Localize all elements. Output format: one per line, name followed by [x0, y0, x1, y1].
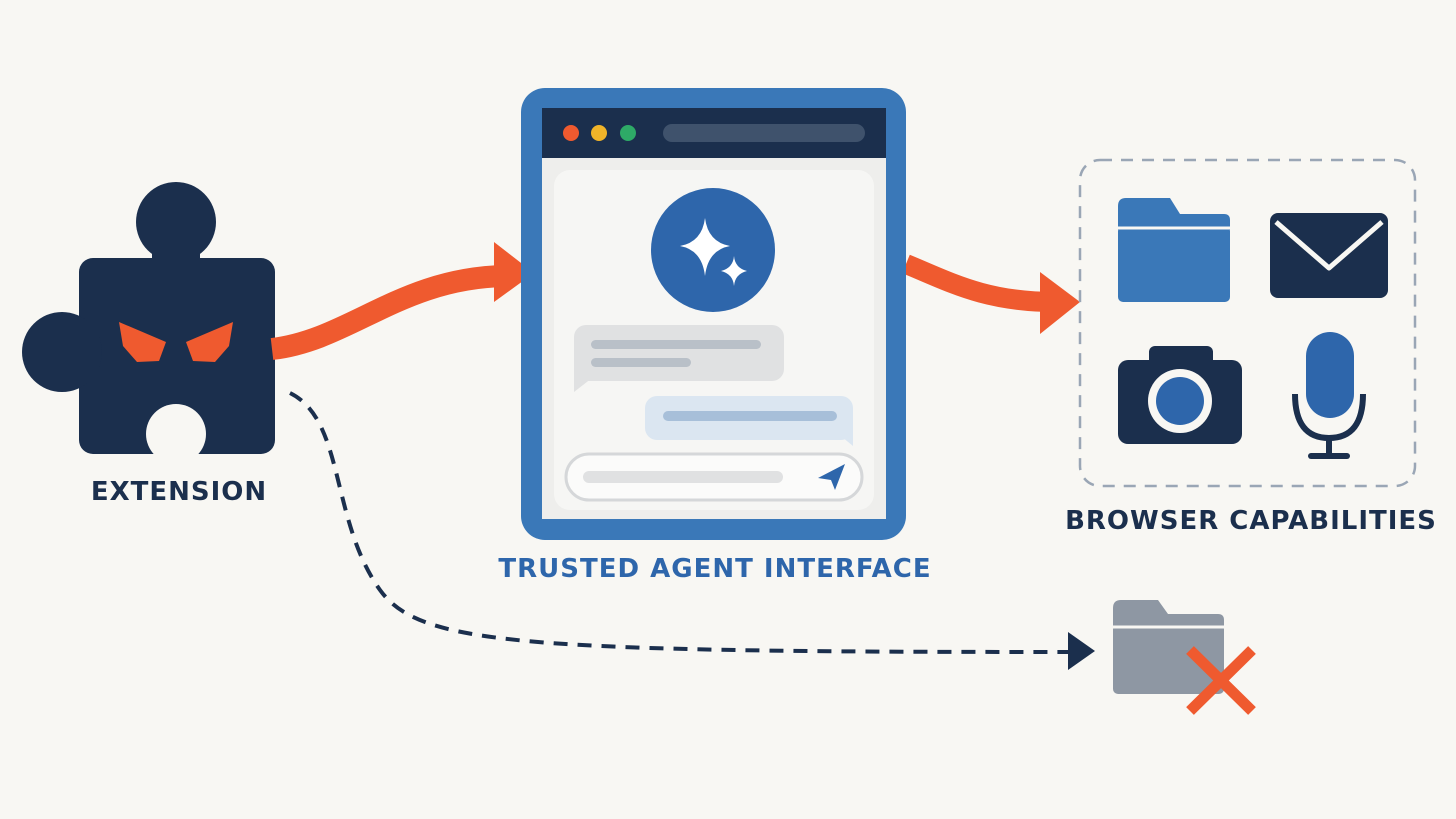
browser-capabilities-node: [1078, 158, 1417, 488]
window-dot-red: [563, 125, 579, 141]
blocked-folder-icon: [1113, 600, 1224, 694]
blocked-target-node: [1113, 600, 1256, 715]
trusted-agent-interface-node: [521, 88, 906, 540]
arrowhead-dashed: [1068, 632, 1095, 670]
folder-icon: [1118, 198, 1230, 302]
trusted-agent-interface-label: TRUSTED AGENT INTERFACE: [498, 554, 932, 584]
received-message-bubble: [574, 325, 784, 392]
window-dot-yellow: [591, 125, 607, 141]
solid-arrow-interface-to-capabilities: [902, 254, 1056, 312]
window-dot-green: [620, 125, 636, 141]
angry-eyes-icon: [119, 322, 233, 362]
x-mark-icon: [1186, 646, 1256, 715]
camera-icon: [1118, 346, 1242, 444]
extension-node: [22, 182, 275, 454]
sent-message-bubble: [645, 396, 853, 446]
browser-capabilities-label: BROWSER CAPABILITIES: [1065, 506, 1437, 536]
sparkle-icon: [680, 218, 747, 286]
mail-icon: [1270, 213, 1388, 298]
puzzle-piece-icon: [22, 182, 275, 454]
message-input[interactable]: [564, 452, 864, 502]
solid-arrow-extension-to-interface: [270, 265, 506, 360]
extension-label: EXTENSION: [90, 477, 268, 507]
address-bar: [663, 124, 865, 142]
capabilities-dashed-box: [1078, 158, 1417, 488]
arrowhead-extension-to-interface: [494, 242, 534, 302]
send-icon[interactable]: [818, 464, 845, 490]
microphone-icon: [1292, 332, 1366, 459]
arrowhead-interface-to-capabilities: [1040, 272, 1080, 334]
dashed-arrow-extension-to-blocked: [289, 391, 1071, 654]
